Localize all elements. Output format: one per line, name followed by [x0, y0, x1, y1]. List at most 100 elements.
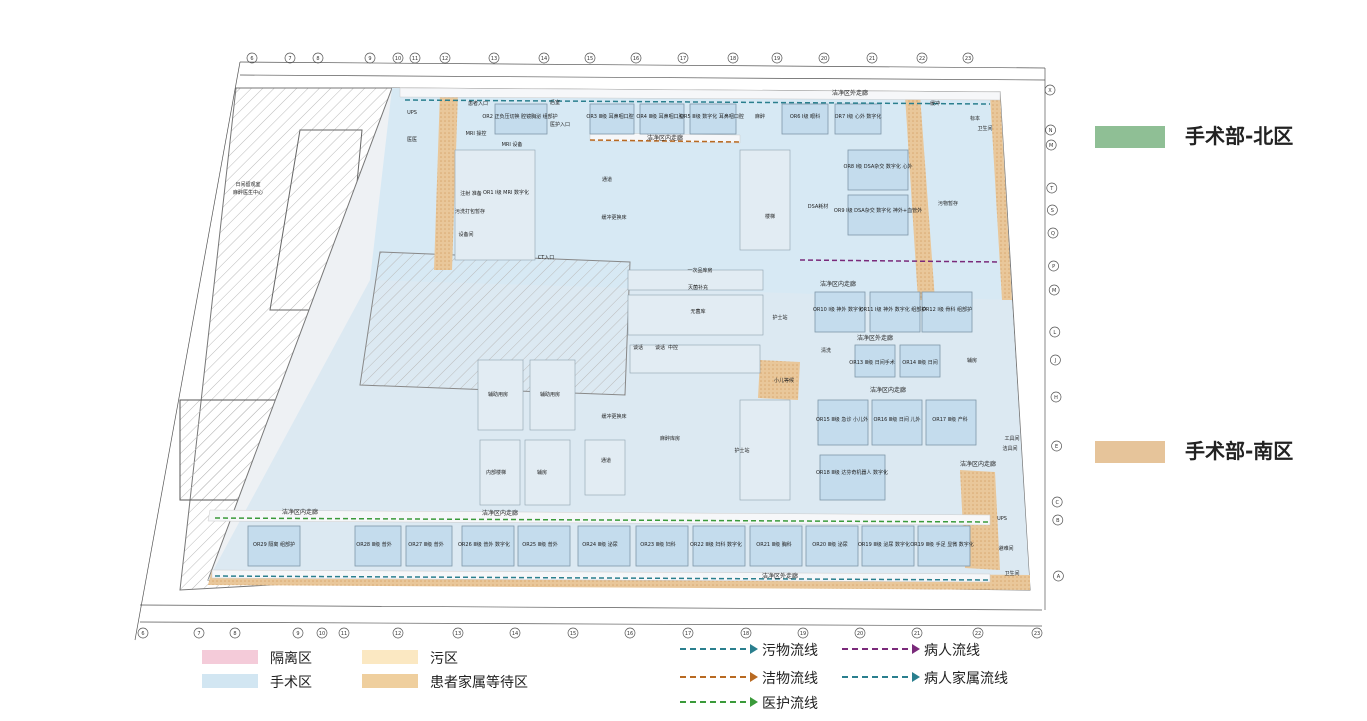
room-label: UPS — [997, 516, 1007, 522]
grid-marker-top-label: 7 — [288, 56, 291, 62]
room-label: 注射 准备 — [460, 190, 482, 197]
grid-marker-right — [1048, 284, 1060, 296]
grid-marker-top-label: 9 — [368, 56, 371, 62]
grid-marker-bottom — [797, 627, 809, 639]
room-label: 缓冲更换床 — [601, 214, 626, 221]
grid-marker-bottom — [972, 627, 984, 639]
room-label: 标本 — [970, 115, 980, 122]
room-label: OR3 Ⅲ级 耳鼻咽口腔 — [586, 113, 633, 120]
room-label: 麻醉医生中心 — [233, 189, 263, 196]
grid-marker-right — [1050, 391, 1062, 403]
room-label: OR19 Ⅲ级 手足 显微 数字化 — [910, 541, 974, 548]
room-label: 设备间 — [458, 231, 473, 238]
grid-marker-right-label: J — [1054, 358, 1056, 364]
room-label: OR12 Ⅰ级 骨科 组部护 — [922, 306, 972, 313]
grid-marker-top — [488, 52, 500, 64]
grid-marker-top — [364, 52, 376, 64]
room-label: 通道 — [602, 176, 612, 183]
grid-marker-top — [771, 52, 783, 64]
room-label: 中控 — [668, 344, 678, 351]
grid-marker-bottom-label: 18 — [743, 631, 749, 637]
grid-marker-right — [1044, 84, 1056, 96]
grid-marker-right — [1048, 260, 1059, 272]
room-label: 患者入口 — [468, 100, 488, 107]
grid-marker-bottom-label: 17 — [685, 631, 691, 637]
grid-marker-top-label: 22 — [919, 56, 925, 62]
room-label: 辅房 — [967, 357, 977, 364]
room-label: 卫生间 — [1004, 570, 1019, 577]
room-label: 辅房 — [537, 469, 547, 476]
grid-marker-top-label: 8 — [316, 56, 319, 62]
room-label: 辅助用房 — [540, 391, 560, 398]
room-label: 麻醉库房 — [660, 435, 680, 442]
grid-marker-right — [1045, 139, 1057, 151]
corridor-label: 洁净区内走廊 — [282, 508, 318, 516]
grid-marker-top — [677, 52, 689, 64]
room-label: OR28 Ⅲ级 普外 — [356, 541, 391, 548]
grid-marker-right — [1050, 354, 1061, 366]
grid-marker-bottom — [229, 627, 241, 639]
grid-marker-right-label: X — [1048, 88, 1052, 94]
grid-marker-bottom — [911, 627, 923, 639]
grid-marker-right — [1046, 182, 1058, 194]
grid-marker-top — [439, 52, 451, 64]
room-label: OR23 Ⅲ级 妇科 — [640, 541, 675, 548]
room-label: OR25 Ⅲ级 普外 — [522, 541, 557, 548]
room-label: OR10 Ⅰ级 神外 数字化 — [813, 306, 863, 313]
legend-north-swatch — [1095, 126, 1165, 148]
grid-marker-right — [1051, 496, 1063, 508]
corridor-labels: 洁净区外走廊洁净区内走廊洁净区内走廊洁净区外走廊洁净区内走廊洁净区内走廊洁净区内… — [282, 89, 996, 580]
grid-marker-top-label: 20 — [821, 56, 827, 62]
room-label: 护士站 — [734, 447, 749, 454]
flow-patient-arrow-icon — [842, 644, 920, 654]
room-label: 日间留观室 — [235, 181, 260, 188]
grid-marker-bottom-label: 14 — [512, 631, 518, 637]
grid-marker-bottom-label: 21 — [914, 631, 920, 637]
room-label: 护士站 — [772, 314, 787, 321]
grid-marker-bottom — [316, 627, 328, 639]
grid-marker-right-label: P — [1052, 264, 1055, 270]
room-label: CT入口 — [538, 255, 555, 261]
grid-marker-top-label: 10 — [395, 56, 401, 62]
room-label: OR21 Ⅲ级 胸科 — [756, 541, 791, 548]
room-label: OR20 Ⅲ级 泌尿 — [812, 541, 847, 548]
room-label: 污洗打包暂存 — [455, 208, 485, 215]
room-label: 清洗 — [821, 347, 831, 354]
room-label: OR11 Ⅰ级 神外 数字化 组部护 — [860, 306, 927, 313]
room-label: 楼梯 — [765, 213, 775, 220]
grid-marker-bottom-label: 15 — [570, 631, 576, 637]
grid-marker-bottom — [1031, 627, 1043, 639]
grid-marker-bottom — [624, 627, 636, 639]
flow-clean-arrow-icon — [680, 672, 758, 682]
grid-marker-right-label: E — [1055, 444, 1058, 450]
grid-marker-right-label: A — [1057, 574, 1061, 580]
room-label: 谈话 — [633, 344, 643, 351]
grid-marker-right-label: S — [1051, 208, 1054, 214]
room-label: OR2 正负压切换 腔镜胸泌 组部护 — [482, 113, 557, 120]
room-label: OR8 Ⅰ级 DSA杂交 数字化 心外 — [844, 163, 913, 170]
legend-south: 手术部-南区 — [1095, 439, 1345, 481]
grid-marker-top — [409, 52, 421, 64]
grid-marker-top-label: 16 — [633, 56, 639, 62]
grid-marker-top — [727, 52, 739, 64]
room-label: 医医 — [407, 137, 417, 143]
room-label: MRI 设备 — [502, 141, 523, 148]
room-label: 缓冲 — [930, 100, 940, 107]
grid-marker-right-label: H — [1054, 395, 1058, 401]
legend-north-label: 手术部-北区 — [1185, 124, 1294, 148]
room-label: 后室 — [550, 99, 560, 106]
legend-waiting-swatch — [362, 674, 418, 688]
grid-marker-bottom — [509, 627, 521, 639]
room-label: 麻醉 — [755, 113, 765, 120]
room-label: OR1 Ⅰ级 MRI 数字化 — [483, 189, 529, 196]
grid-marker-bottom-label: 23 — [1034, 631, 1040, 637]
grid-marker-bottom — [193, 627, 205, 639]
grid-marker-right — [1045, 124, 1056, 136]
legend-isolation-label: 隔离区 — [270, 651, 312, 667]
room-label: OR19 Ⅲ级 泌尿 数字化 — [858, 541, 910, 548]
legend-surgery-label: 手术区 — [270, 675, 312, 691]
flow-clean-label: 洁物流线 — [762, 671, 818, 687]
grid-marker-top — [284, 52, 296, 64]
